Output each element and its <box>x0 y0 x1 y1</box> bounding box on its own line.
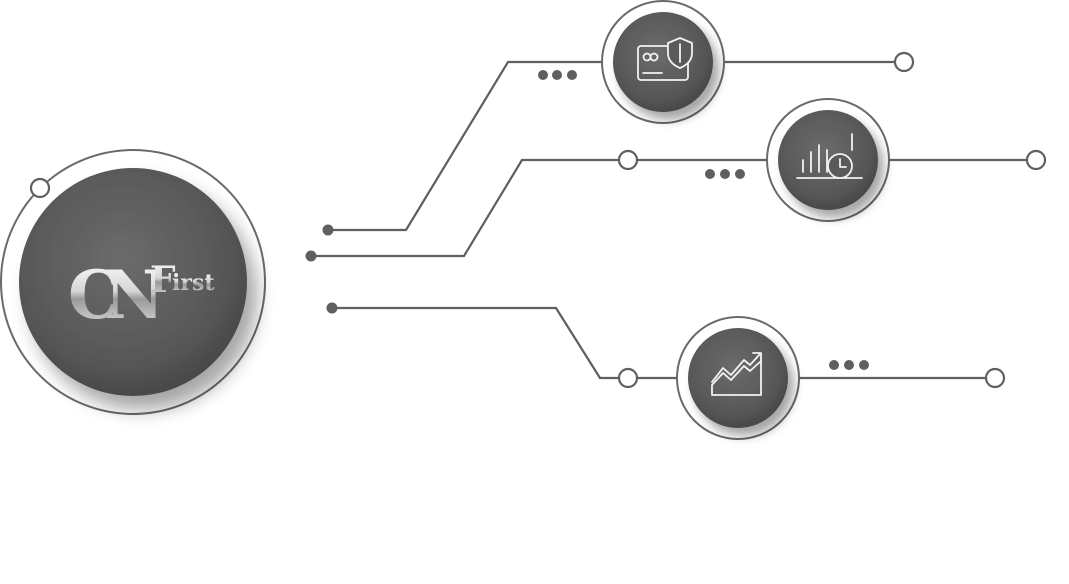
ellipsis-middle <box>705 169 745 179</box>
connector-middle-start-dot <box>305 250 317 262</box>
logo-wordmark: irst <box>172 270 215 296</box>
logo-monogram-c: C <box>68 256 121 334</box>
ellipsis-top <box>538 70 577 80</box>
card-shield-node <box>601 0 725 124</box>
connector-top-start-dot <box>322 224 334 236</box>
logo-monogram-n: N <box>104 256 164 334</box>
chart-clock-node <box>766 98 890 222</box>
connector-bottom <box>332 306 680 380</box>
connector-bottom-ring <box>617 367 639 389</box>
logo-monogram-f: F <box>150 259 176 301</box>
trend-node <box>676 316 800 440</box>
connector-bottom-start-dot <box>326 302 338 314</box>
trend-up-icon <box>711 352 762 396</box>
connector-middle-ring <box>617 149 639 171</box>
logo-node: C N F irst <box>0 149 266 415</box>
connector-middle-end-ring <box>1025 149 1047 171</box>
logo-node-ring-marker <box>29 177 51 199</box>
chart-clock-icon <box>796 133 863 179</box>
connector-middle <box>311 158 770 258</box>
company-logo: C N F irst <box>68 256 215 334</box>
ellipsis-bottom <box>829 360 869 370</box>
connector-top <box>328 60 605 232</box>
card-shield-icon <box>637 37 693 81</box>
connector-bottom-end-ring <box>984 367 1006 389</box>
logo-node-disc <box>19 168 247 396</box>
connector-lines <box>305 51 1047 389</box>
connector-top-end-ring <box>893 51 915 73</box>
